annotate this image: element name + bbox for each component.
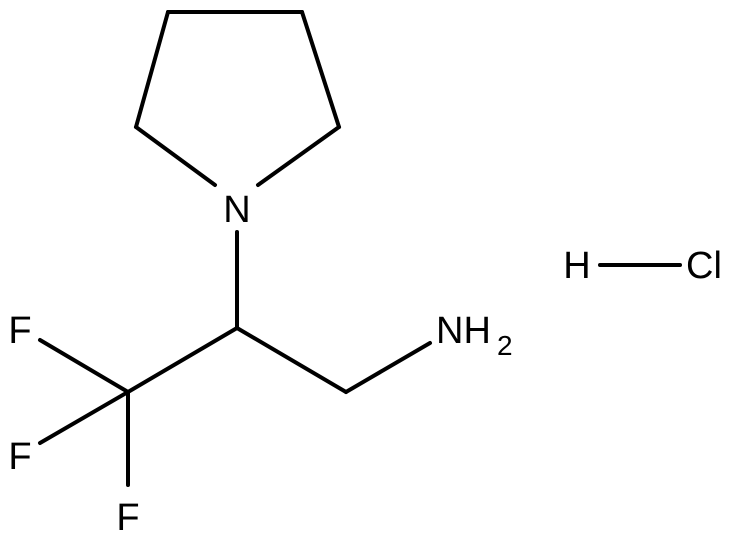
bond-c-f1 — [38, 338, 130, 394]
amine-subscript: 2 — [497, 330, 513, 361]
ring-bond-c2-n — [256, 125, 341, 187]
ring-bond-n-c5 — [134, 125, 217, 187]
ring-bond-c3-c2 — [300, 10, 341, 129]
chlorine-label: Cl — [686, 245, 722, 287]
ring-bond-c5-c4 — [134, 10, 170, 129]
hydrogen-label: H — [563, 245, 590, 287]
bond-c-f2 — [38, 390, 130, 445]
bond-ch-cf3 — [126, 326, 239, 394]
fluorine-label-top: F — [8, 310, 31, 352]
nitrogen-ring-label: N — [223, 189, 250, 231]
amine-label: NH — [436, 310, 491, 352]
fluorine-label-bottom: F — [116, 497, 139, 539]
bond-ch2-nh2 — [344, 341, 432, 394]
bond-ch-ch2 — [235, 326, 348, 394]
fluorine-label-middle: F — [8, 436, 31, 478]
